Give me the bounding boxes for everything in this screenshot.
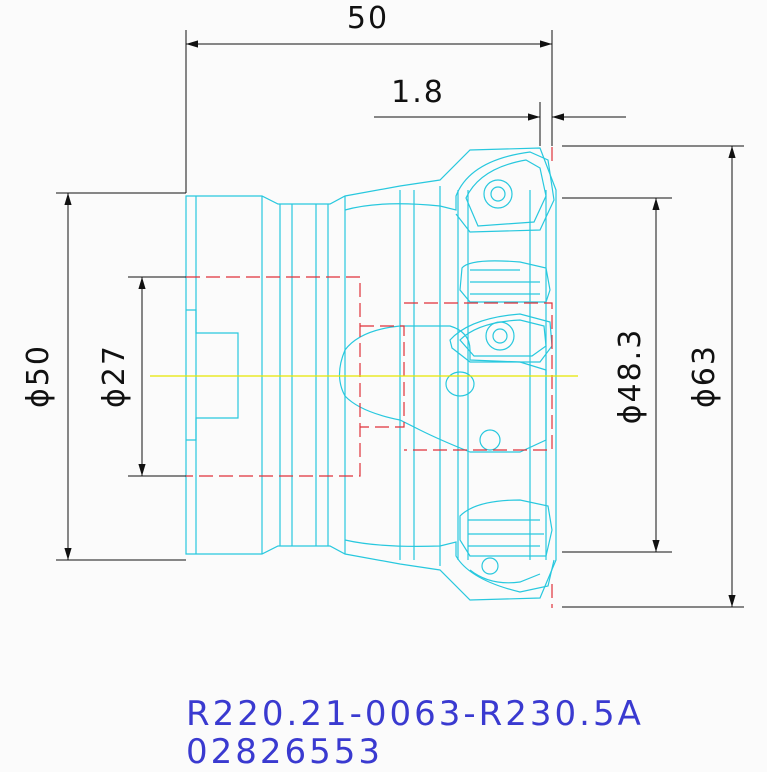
cutter-body (185, 147, 557, 601)
dim-bore-diameter: ϕ27 (97, 344, 132, 408)
order-number-label: 02826553 (186, 732, 384, 772)
dim-shank-diameter: ϕ50 (21, 344, 56, 408)
dim-insert-offset: 1.8 (391, 75, 445, 110)
dim-overall-length: 50 (347, 1, 389, 36)
part-number-label: R220.21-0063-R230.5A (186, 694, 644, 734)
hidden-lines (186, 147, 553, 608)
dim-cutting-diameter: ϕ63 (687, 344, 722, 408)
dim-effective-diameter: ϕ48.3 (613, 328, 648, 425)
dimension-lines (56, 30, 744, 608)
